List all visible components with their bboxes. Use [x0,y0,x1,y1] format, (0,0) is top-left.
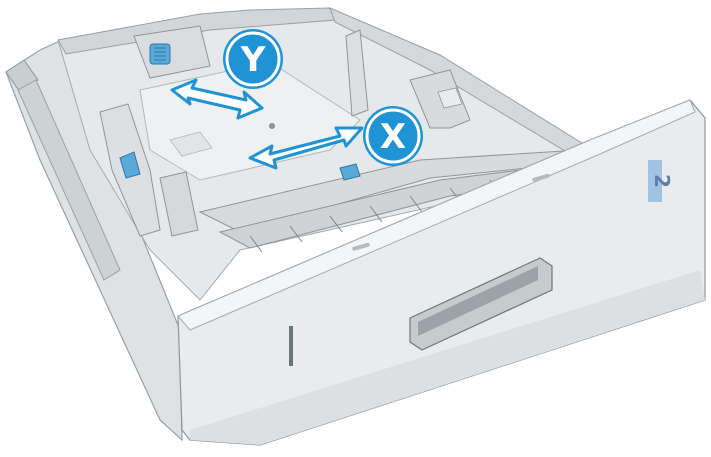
left-side-guide [99,103,199,237]
right-side-guide [339,29,471,181]
x-guide-badge: X [363,106,423,166]
y-guide-label: Y [240,40,266,80]
tray-number-text: 2 [650,174,674,188]
x-guide-arrow-icon [248,126,364,170]
rear-paper-guide [133,25,211,79]
x-guide-label: X [380,117,406,157]
tray-number-label [648,160,662,202]
y-guide-arrow-icon [170,78,264,120]
y-guide-badge: Y [223,29,283,89]
